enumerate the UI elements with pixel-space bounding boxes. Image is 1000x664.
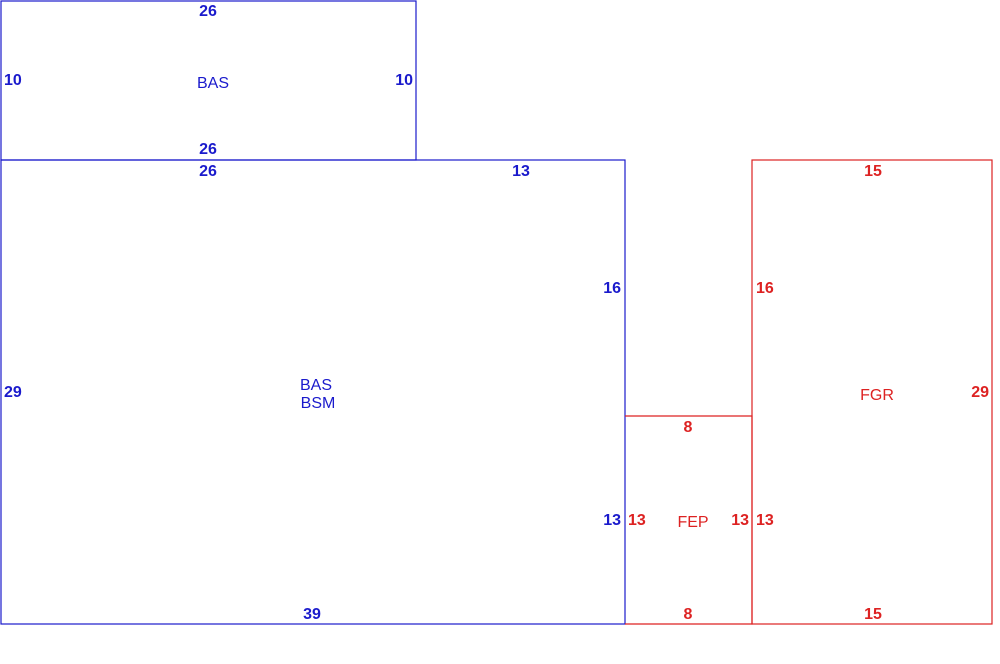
main-bas-code-1: BAS [300,377,332,394]
fep-code: FEP [677,514,708,531]
fep-top-dim: 8 [684,419,693,436]
fgr-outline [751,159,993,625]
upper-bas-right-dim: 10 [395,72,413,89]
accessory-area-outlines [625,159,993,625]
main-bas-top-left-dim: 26 [199,163,217,180]
upper-bas-top-dim: 26 [199,3,217,20]
main-bas-outline [0,159,626,625]
fep-right-dim: 13 [731,512,749,529]
fgr-right-dim: 29 [971,384,989,401]
upper-bas-bottom-dim: 26 [199,141,217,158]
upper-bas-left-dim: 10 [4,72,22,89]
main-bas-left-dim: 29 [4,384,22,401]
fgr-left-lower-dim: 13 [756,512,774,529]
main-bas-code-2: BSM [301,395,336,412]
main-bas-right-lower-dim: 13 [603,512,621,529]
living-area-outlines [0,0,626,625]
upper-bas-code: BAS [197,75,229,92]
fgr-top-dim: 15 [864,163,882,180]
main-bas-bottom-dim: 39 [303,606,321,623]
fgr-bottom-dim: 15 [864,606,882,623]
fep-bottom-dim: 8 [684,606,693,623]
main-bas-top-right-dim: 13 [512,163,530,180]
main-bas-right-upper-dim: 16 [603,280,621,297]
fgr-code: FGR [860,387,894,404]
fgr-left-upper-dim: 16 [756,280,774,297]
fep-left-dim: 13 [628,512,646,529]
